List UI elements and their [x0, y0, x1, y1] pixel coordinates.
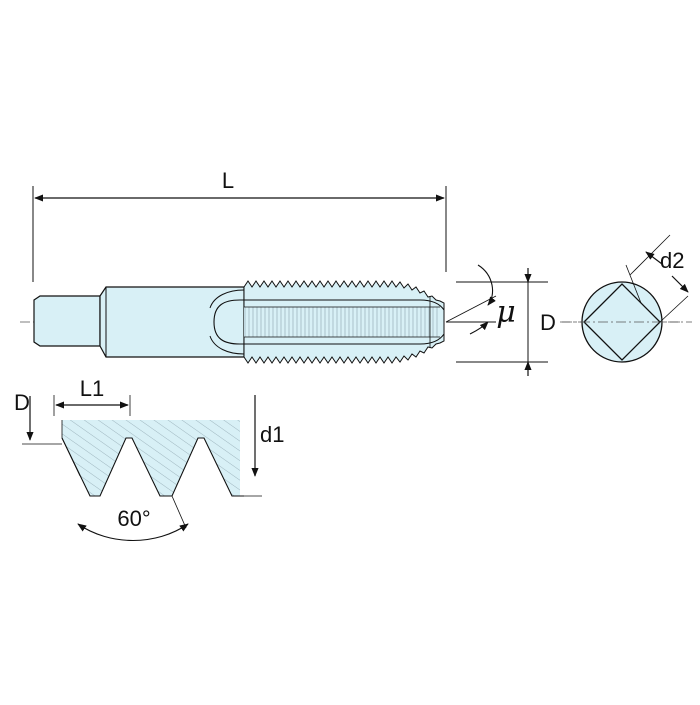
angle-mu-label: μ — [496, 295, 516, 330]
thread-depth-label: D — [14, 390, 30, 415]
thread-profile-shape — [62, 420, 240, 496]
pitch-label: L1 — [80, 376, 104, 401]
thread-profile-detail: D L1 d1 60° — [14, 376, 284, 542]
end-view: d2 — [560, 234, 692, 363]
minor-diameter-label: d1 — [260, 422, 284, 447]
diameter-dimension: D — [456, 268, 556, 376]
shank — [99, 286, 245, 358]
diameter-label: D — [540, 310, 556, 335]
thread-angle-label: 60° — [117, 506, 150, 531]
square-drive — [33, 295, 101, 347]
tap-side-view — [20, 280, 466, 364]
length-dimension: L — [32, 168, 447, 282]
length-label: L — [222, 168, 234, 193]
square-size-label: d2 — [660, 248, 684, 273]
taper-angle-dimension: μ — [445, 264, 516, 335]
